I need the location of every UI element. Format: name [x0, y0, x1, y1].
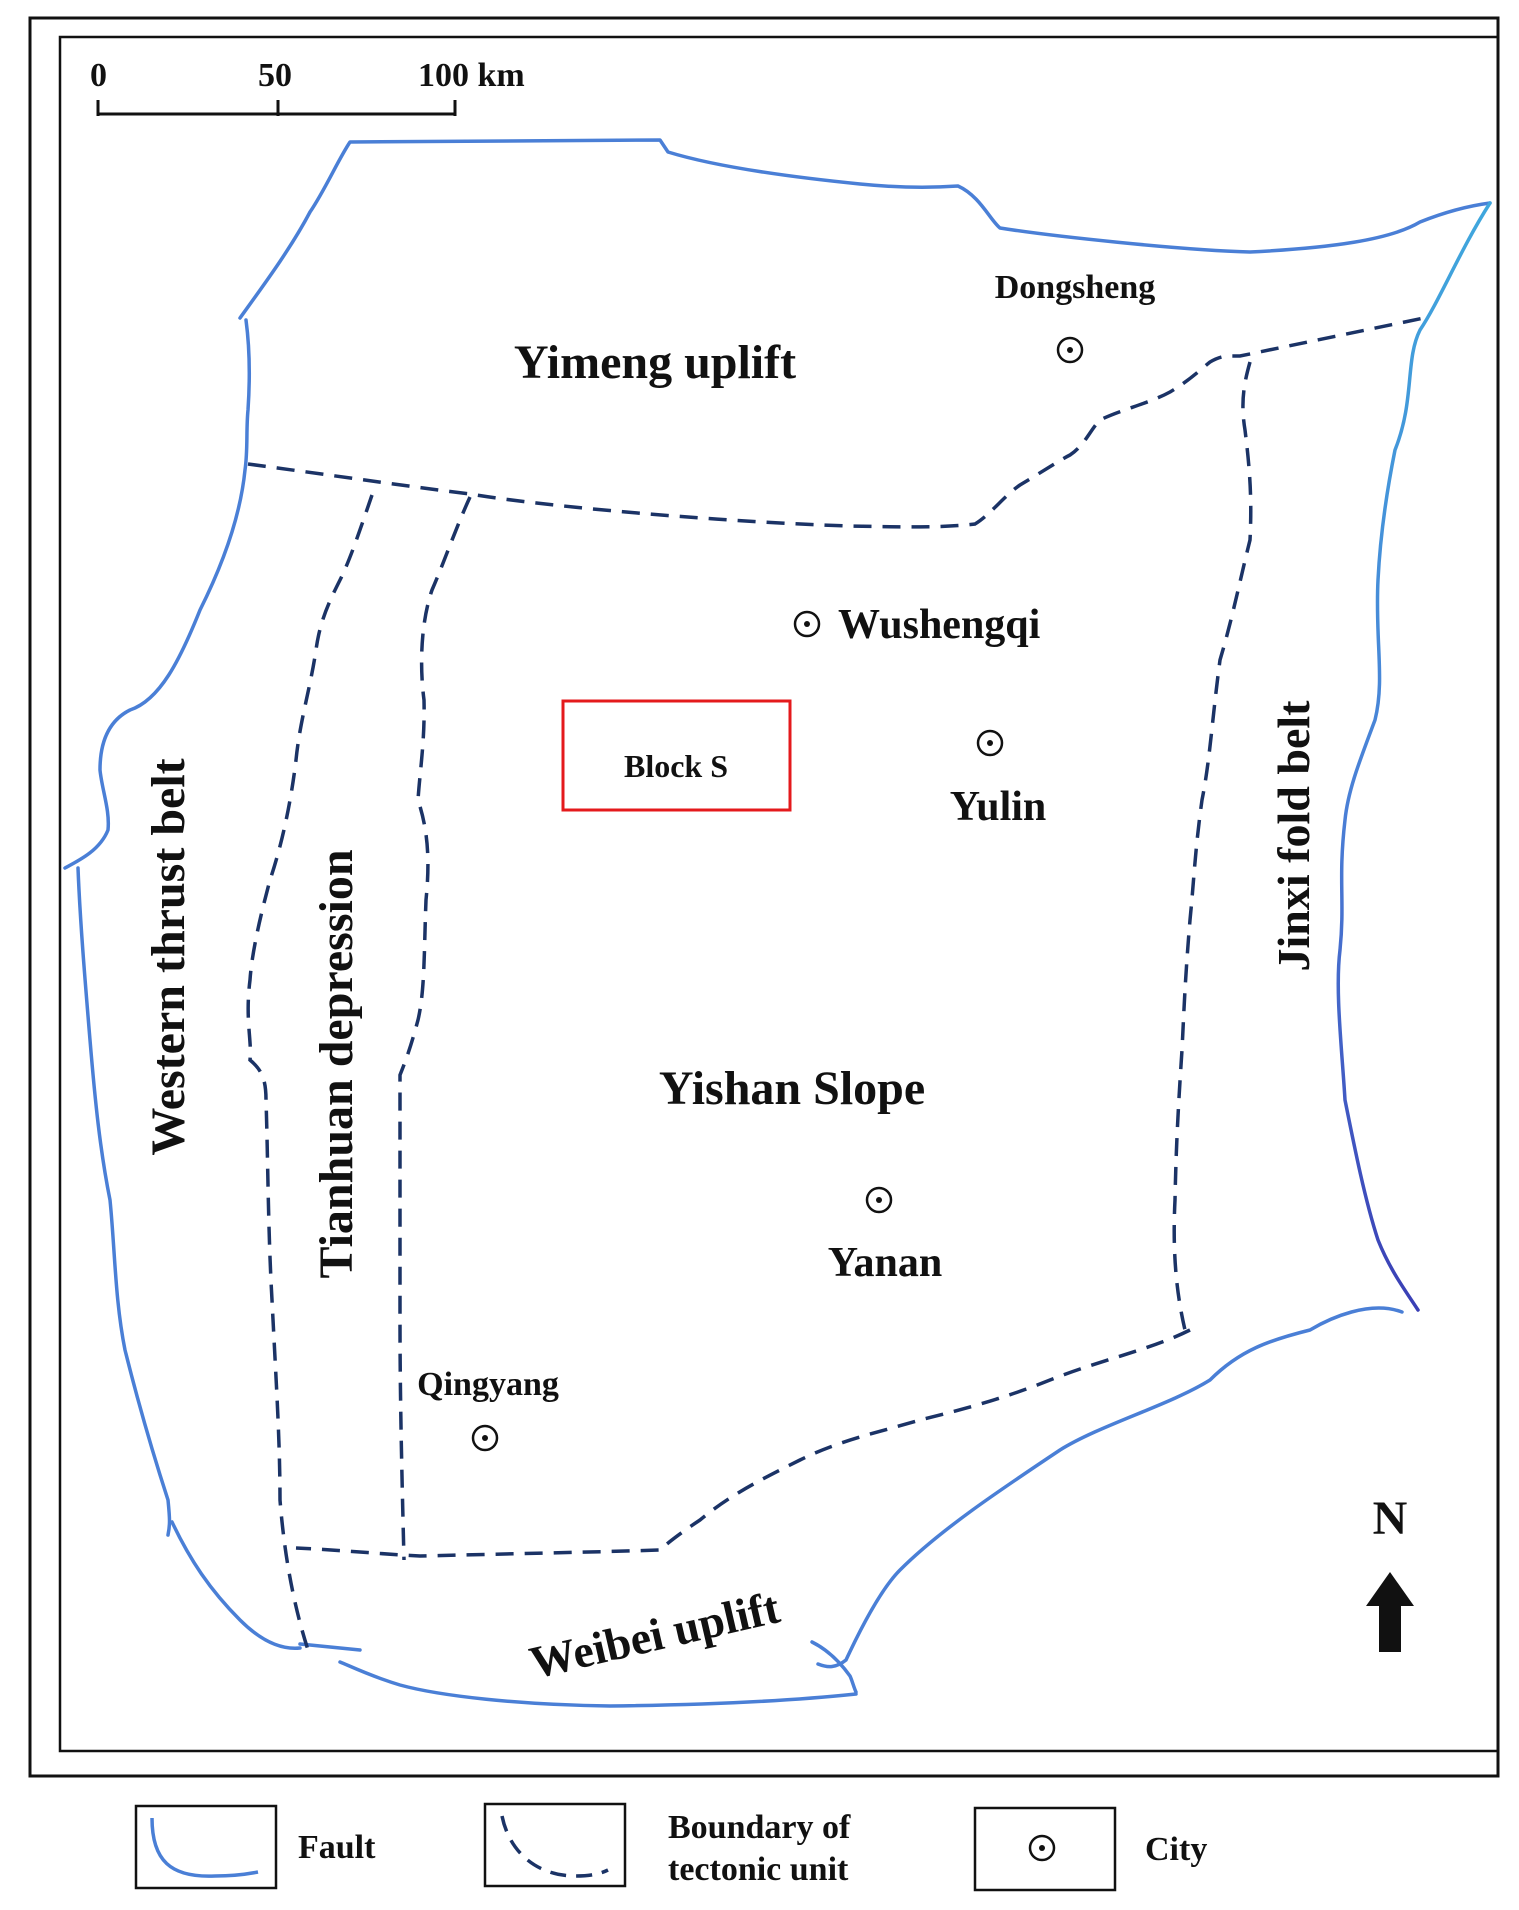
city-marker — [976, 729, 1004, 757]
fault-southern — [338, 1660, 858, 1708]
city-yanan: Yanan — [828, 1186, 942, 1286]
legend-boundary-line-icon — [500, 1815, 609, 1878]
city-label: Yanan — [828, 1240, 942, 1286]
city-qingyang: Qingyang — [417, 1366, 559, 1452]
city-marker-dot — [987, 740, 993, 746]
boundary-yimeng-south — [247, 316, 1425, 529]
faults — [63, 138, 1492, 1708]
legend-city-icon-dot — [1039, 1845, 1045, 1851]
label-western-thrust-belt: Western thrust belt — [142, 758, 195, 1155]
north-label: N — [1373, 1492, 1408, 1545]
fault-weibei-hook — [810, 1640, 858, 1694]
boundary-tianhuan-yishan — [398, 496, 472, 1561]
legend-city: City — [973, 1806, 1207, 1892]
city-marker — [1056, 336, 1084, 364]
tectonic-boundaries — [246, 316, 1425, 1651]
legend-city-icon — [1028, 1834, 1056, 1862]
fault-western-lower — [76, 866, 172, 1537]
legend-boundary: Boundary of tectonic unit — [483, 1802, 851, 1888]
fault-northern — [238, 138, 1492, 320]
fault-southwest-tick — [298, 1642, 362, 1652]
city-marker-dot — [482, 1435, 488, 1441]
city-dongsheng: Dongsheng — [995, 269, 1156, 364]
city-wushengqi: Wushengqi — [793, 602, 1041, 648]
label-yimeng-uplift: Yimeng uplift — [514, 336, 796, 389]
city-yulin: Yulin — [950, 729, 1047, 830]
legend-city-label: City — [1145, 1831, 1207, 1868]
fault-southwest — [170, 1520, 302, 1650]
city-label: Qingyang — [417, 1366, 559, 1403]
city-label: Dongsheng — [995, 269, 1156, 306]
city-marker — [865, 1186, 893, 1214]
block-s: Block S — [561, 699, 792, 812]
boundary-yishan-jinxi — [1172, 361, 1253, 1331]
boundary-yishan-weibei — [295, 1328, 1191, 1558]
city-marker-dot — [1067, 347, 1073, 353]
inner-frame — [58, 35, 1500, 1753]
legend: Fault Boundary of tectonic unit City — [134, 1802, 1207, 1892]
legend-fault-line-icon — [150, 1817, 259, 1878]
legend-fault-label: Fault — [298, 1829, 376, 1866]
scale-tick-100: 100 km — [418, 57, 525, 94]
city-label: Wushengqi — [838, 602, 1041, 648]
legend-fault: Fault — [134, 1804, 376, 1890]
legend-city-box — [973, 1806, 1117, 1892]
scale-tick-0: 0 — [90, 57, 107, 94]
city-marker — [471, 1424, 499, 1452]
city-marker-dot — [876, 1197, 882, 1203]
city-marker-dot — [804, 621, 810, 627]
scale-bar: 0 50 100 km — [90, 57, 525, 116]
block-s-label: Block S — [624, 748, 728, 784]
boundary-western-tianhuan — [246, 494, 374, 1651]
legend-fault-box — [134, 1804, 278, 1890]
block-s-outline — [561, 699, 792, 812]
label-yishan-slope: Yishan Slope — [659, 1062, 925, 1115]
north-arrow: N — [1366, 1492, 1414, 1652]
north-arrow-icon — [1366, 1572, 1414, 1652]
city-marker — [793, 610, 821, 638]
fault-eastern — [1336, 201, 1492, 1312]
label-jinxi-fold-belt: Jinxi fold belt — [1268, 700, 1319, 972]
city-label: Yulin — [950, 784, 1047, 830]
legend-boundary-label-2: tectonic unit — [668, 1851, 849, 1888]
fault-southeastern — [816, 1306, 1404, 1669]
scale-tick-50: 50 — [258, 57, 292, 94]
label-tianhuan-depression: Tianhuan depression — [310, 849, 363, 1278]
legend-boundary-box — [483, 1802, 627, 1888]
legend-boundary-label-1: Boundary of — [668, 1809, 851, 1846]
label-weibei-uplift: Weibei uplift — [525, 1581, 785, 1688]
fault-western-upper — [63, 318, 252, 870]
